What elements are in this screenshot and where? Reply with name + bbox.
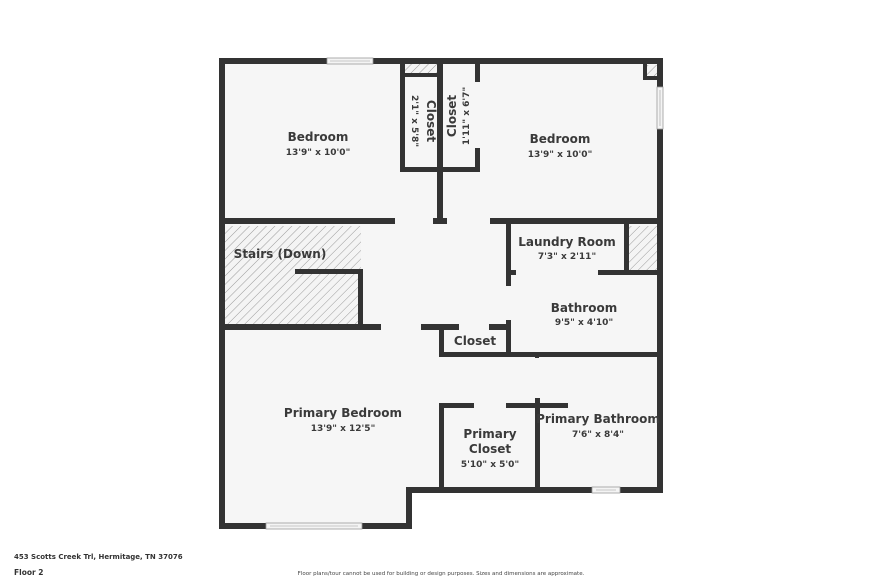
room-name-hall-closet: Closet <box>454 334 496 348</box>
room-name-bedroom-left: Bedroom <box>288 130 349 144</box>
room-name-closet-left: Closet <box>424 100 438 142</box>
room-name-bedroom-right: Bedroom <box>530 132 591 146</box>
room-name-primary-closet-1: Primary <box>463 427 516 441</box>
corner-chase-hatch <box>647 65 657 76</box>
closet-top-hatch <box>405 64 437 73</box>
room-dims-bedroom-right: 13'9" x 10'0" <box>528 150 593 160</box>
room-name-primary-closet-2: Closet <box>469 442 511 456</box>
room-dims-laundry: 7'3" x 2'11" <box>538 252 596 262</box>
room-dims-primary-closet: 5'10" x 5'0" <box>461 460 519 470</box>
property-address: 453 Scotts Creek Trl, Hermitage, TN 3707… <box>14 553 183 561</box>
room-labels: Bedroom 13'9" x 10'0" Closet 2'1" x 5'8"… <box>234 87 660 470</box>
disclaimer-text: Floor plans/tour cannot be used for buil… <box>297 571 585 577</box>
floor-fill <box>221 60 661 527</box>
room-dims-primary-bedroom: 13'9" x 12'5" <box>311 424 376 434</box>
room-dims-primary-bathroom: 7'6" x 8'4" <box>572 430 624 440</box>
room-name-primary-bathroom: Primary Bathroom <box>536 412 660 426</box>
floor-label: Floor 2 <box>14 568 44 577</box>
room-name-laundry: Laundry Room <box>518 235 616 249</box>
hatched-areas <box>225 64 657 325</box>
room-dims-bathroom: 9'5" x 4'10" <box>555 318 613 328</box>
disclaimer-wrap: Floor plans/tour cannot be used for buil… <box>0 571 882 577</box>
room-name-primary-bedroom: Primary Bedroom <box>284 406 402 420</box>
windows <box>265 57 664 530</box>
room-dims-closet-right: 1'11" x 6'7" <box>462 87 472 145</box>
room-name-bathroom: Bathroom <box>551 301 617 315</box>
room-name-closet-right: Closet <box>445 95 459 137</box>
room-dims-closet-left: 2'1" x 5'8" <box>409 95 419 147</box>
room-name-stairs: Stairs (Down) <box>234 247 327 261</box>
laundry-chase-hatch <box>629 226 657 272</box>
room-dims-bedroom-left: 13'9" x 10'0" <box>286 148 351 158</box>
